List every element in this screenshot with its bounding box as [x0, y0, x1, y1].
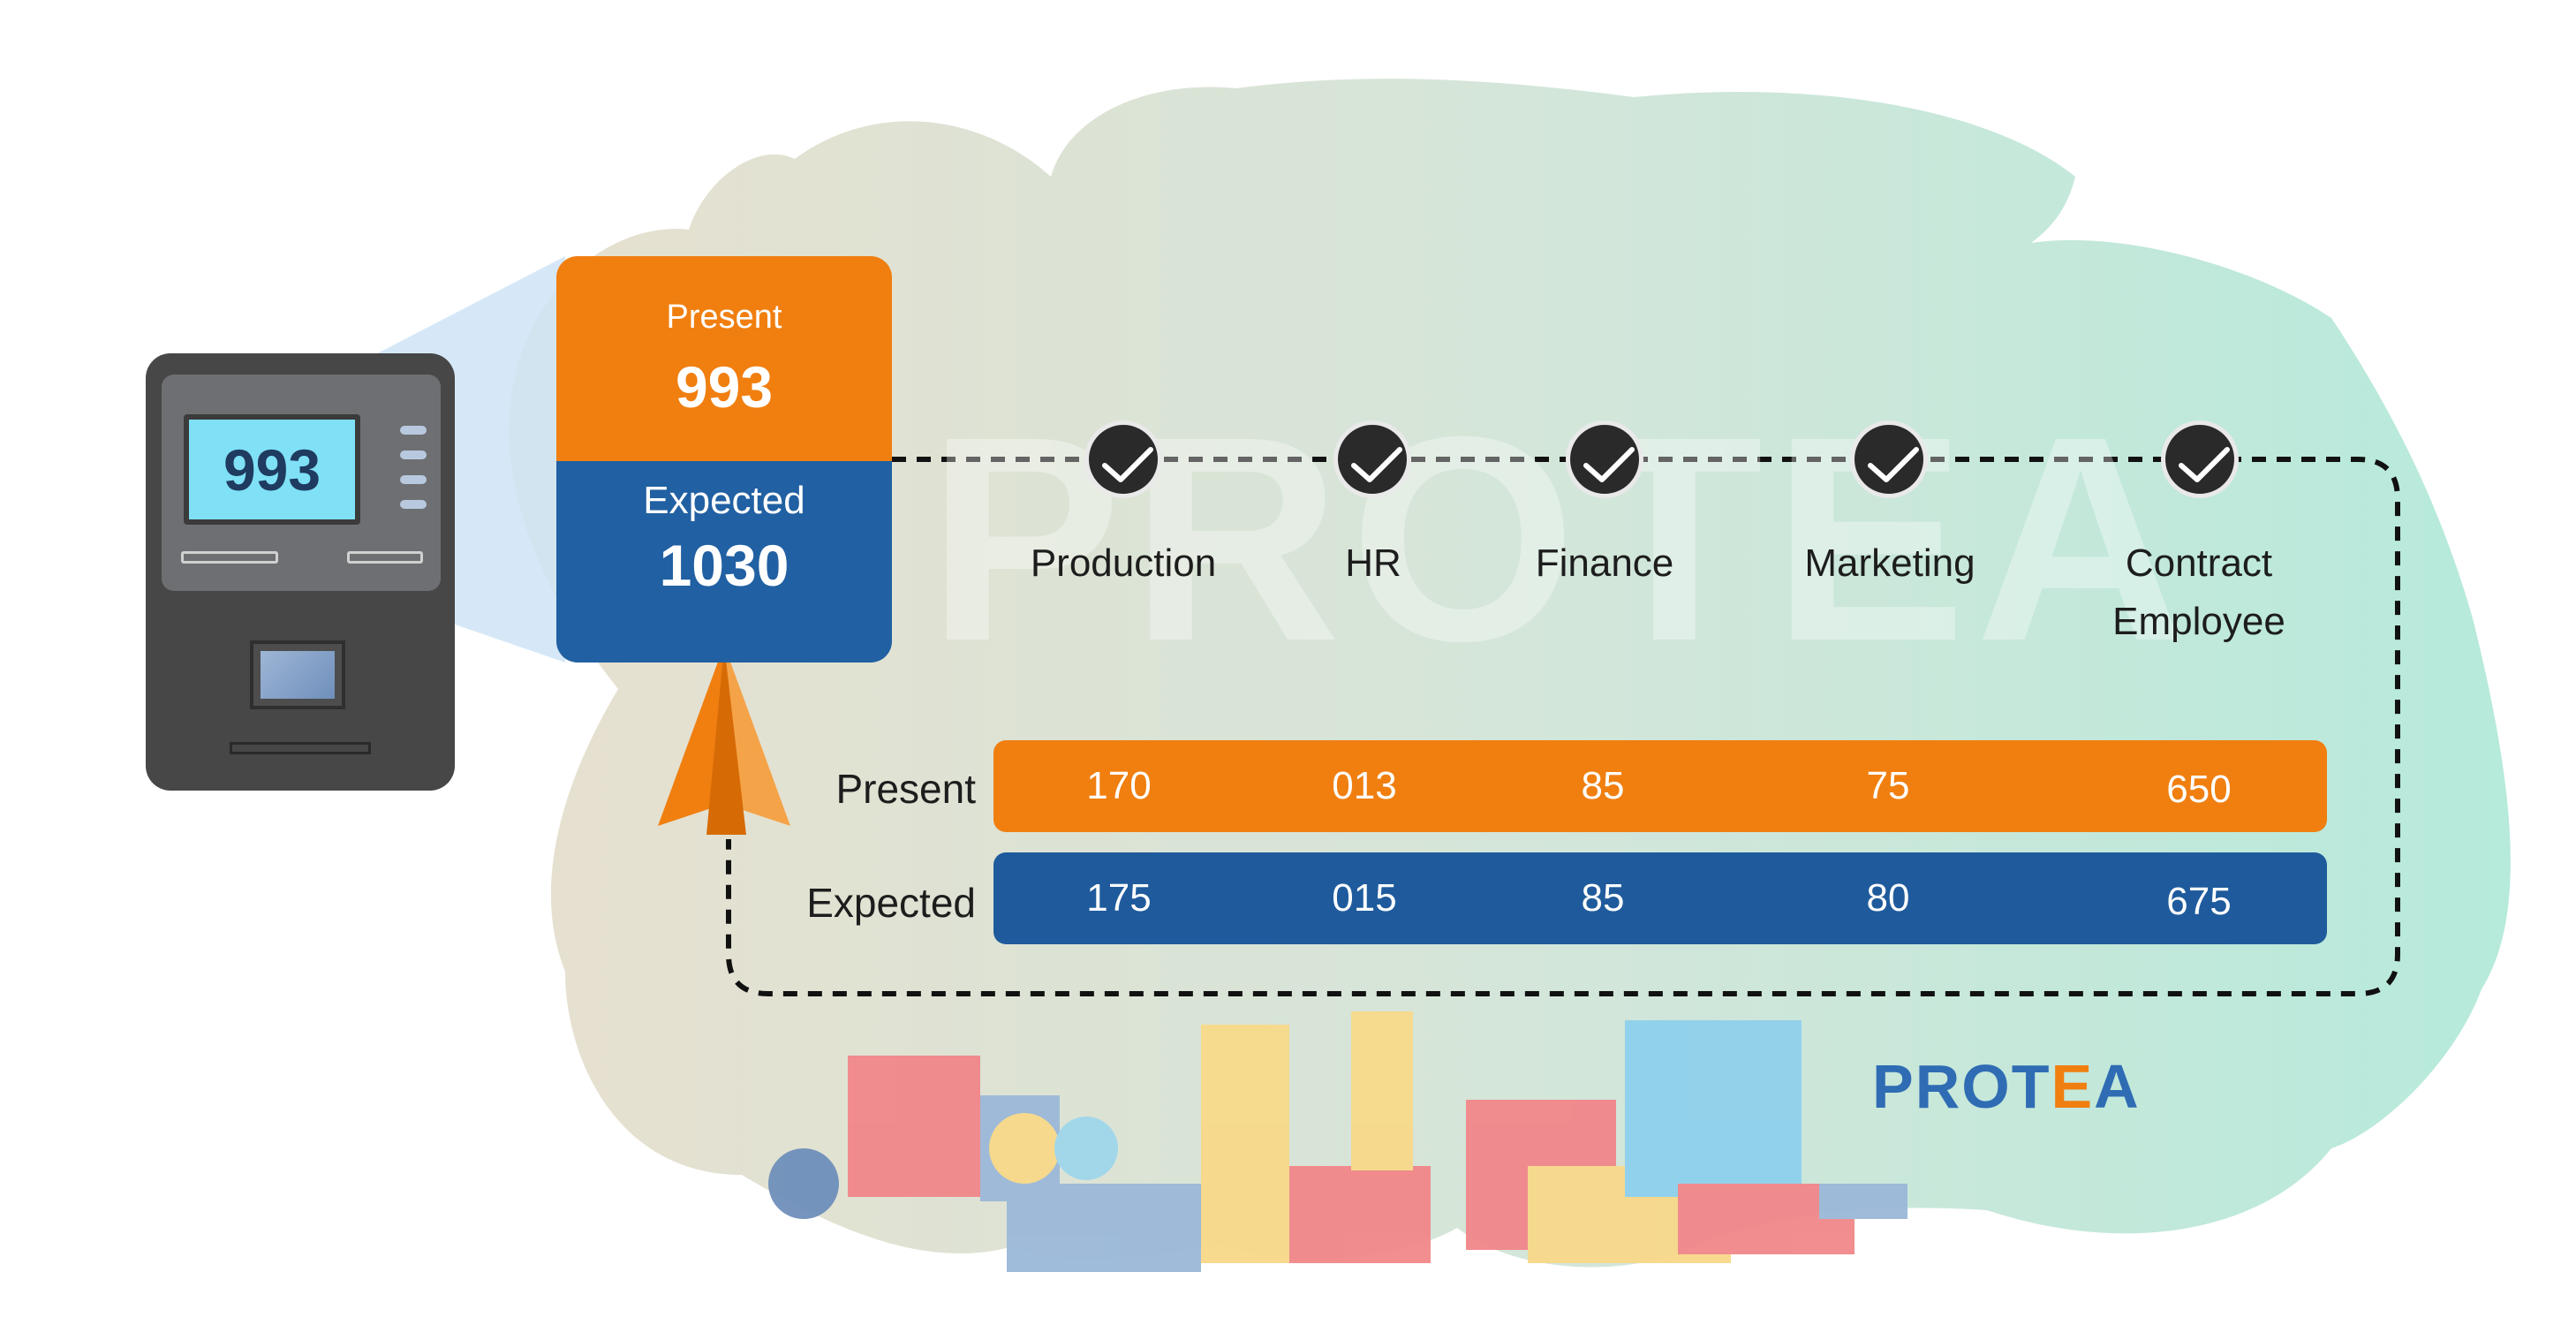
check-icon: [1333, 420, 1411, 498]
present-cell-contract: 650: [2166, 768, 2232, 811]
brand-text: PROT: [1872, 1052, 2051, 1121]
check-icon: [1084, 420, 1162, 498]
kiosk-slot: [230, 742, 371, 754]
expected-panel: Expected 1030: [556, 461, 892, 662]
expected-cell-marketing: 80: [1866, 876, 1910, 920]
present-value: 993: [675, 354, 774, 420]
check-icon: [1850, 420, 1928, 498]
dept-label-production: Production: [1030, 541, 1217, 585]
kiosk-button: [400, 450, 427, 459]
expected-row: 175 015 85 80 675: [993, 852, 2327, 944]
present-cell-production: 170: [1086, 764, 1152, 807]
expected-cell-contract: 675: [2166, 880, 2232, 923]
kiosk-panel: 993: [162, 375, 441, 591]
paper-plane-icon: [658, 645, 790, 835]
expected-cell-finance: 85: [1581, 876, 1625, 920]
check-icon: [2161, 420, 2239, 498]
kiosk-slot: [181, 551, 278, 564]
present-cell-finance: 85: [1581, 764, 1625, 807]
dept-label-contract-employee: Contract Employee: [2058, 534, 2340, 651]
factory-skyline: [768, 1011, 1907, 1272]
kiosk-button: [400, 500, 427, 509]
kiosk-button: [400, 475, 427, 484]
row-label-present: Present: [835, 766, 976, 812]
kiosk-card-reader: [250, 640, 345, 709]
expected-cell-production: 175: [1086, 876, 1152, 920]
attendance-kiosk: 993: [146, 353, 455, 791]
dept-label-line: Employee: [2112, 600, 2285, 643]
present-row: 170 013 85 75 650: [993, 740, 2327, 832]
expected-cell-hr: 015: [1332, 876, 1397, 920]
expected-value: 1030: [659, 533, 789, 598]
expected-label: Expected: [643, 479, 805, 522]
brand-text: A: [2094, 1052, 2141, 1121]
present-cell-marketing: 75: [1866, 764, 1910, 807]
kiosk-screen: 993: [184, 414, 360, 525]
dept-label-hr: HR: [1345, 541, 1401, 585]
present-label: Present: [666, 299, 782, 336]
row-label-expected: Expected: [806, 880, 976, 926]
check-icon: [1566, 420, 1643, 498]
dept-label-marketing: Marketing: [1804, 541, 1975, 585]
present-cell-hr: 013: [1332, 764, 1397, 807]
dept-label-finance: Finance: [1535, 541, 1674, 585]
dept-label-line: Contract: [2125, 541, 2273, 585]
kiosk-button: [400, 426, 427, 435]
kiosk-slot: [347, 551, 423, 564]
dashed-connector: [726, 457, 2400, 996]
brand-text-accent: E: [2051, 1052, 2095, 1121]
brand-logo: PROTEA: [1872, 1051, 2141, 1122]
attendance-summary-card: Present 993 Expected 1030: [556, 256, 892, 662]
present-panel: Present 993: [556, 256, 892, 461]
cloud-shape: [509, 79, 2511, 1268]
